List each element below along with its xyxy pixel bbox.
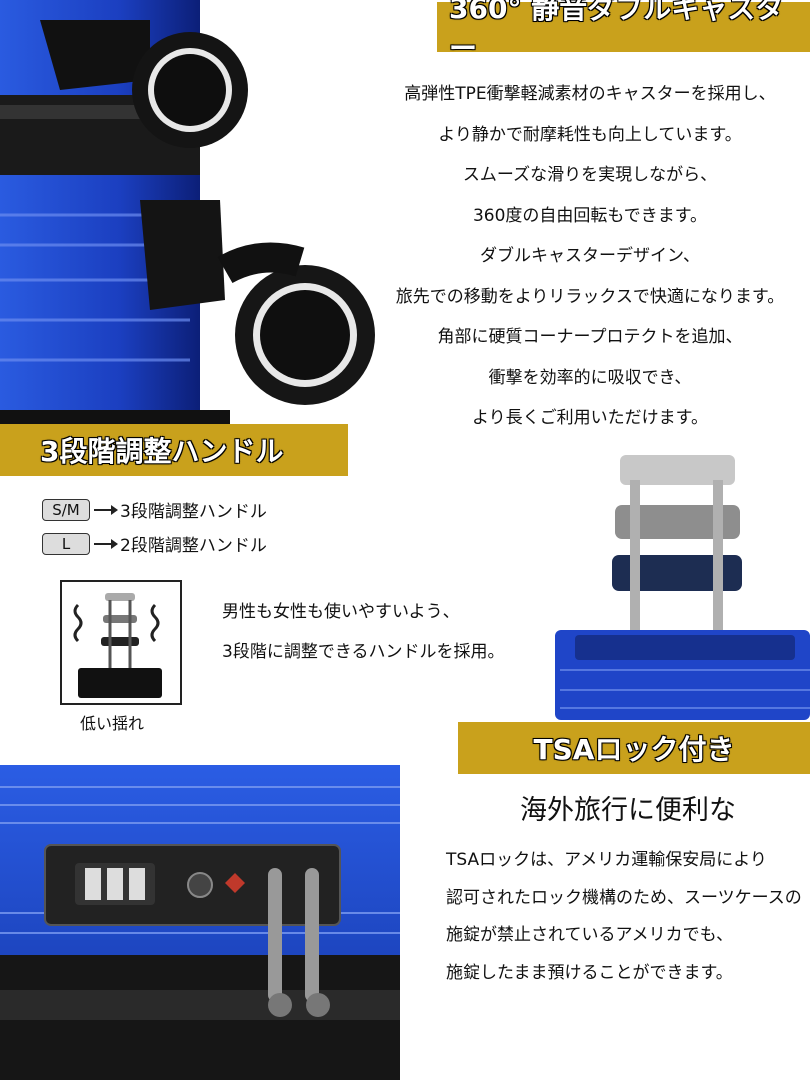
handle-photo xyxy=(555,455,810,720)
low-shake-label: 低い揺れ xyxy=(80,714,145,733)
caster-line: スムーズな滑りを実現しながら、 xyxy=(462,165,718,185)
tsa-lock-photo xyxy=(0,765,400,1080)
tsa-line: 施錠したまま預けることができます。 xyxy=(446,962,733,983)
handle-line: 3段階に調整できるハンドルを採用。 xyxy=(222,642,505,662)
tsa-description: TSAロックは、アメリカ運輸保安局により 認可されたロック機構のため、スーツケー… xyxy=(446,842,802,992)
caster-description: 高弾性TPE衝撃軽減素材のキャスターを採用し、 より静かで耐摩耗性も向上していま… xyxy=(375,74,805,439)
size-desc: 2段階調整ハンドル xyxy=(120,536,267,556)
tsa-line: 施錠が禁止されているアメリカでも、 xyxy=(446,925,734,945)
caster-line: 角部に硬質コーナープロテクトを追加、 xyxy=(437,327,743,347)
caster-line: 衝撃を効率的に吸収でき、 xyxy=(488,367,692,388)
size-row-l: L 2段階調整ハンドル xyxy=(42,531,267,556)
tsa-line: 認可されたロック機構のため、スーツケースの xyxy=(446,887,802,908)
arrow-right-icon xyxy=(94,504,118,515)
low-shake-icon xyxy=(60,580,182,705)
size-desc: 3段階調整ハンドル xyxy=(120,502,267,522)
tsa-line: TSAロックは、アメリカ運輸保安局により xyxy=(446,850,767,870)
size-row-sm: S/M 3段階調整ハンドル xyxy=(42,497,267,522)
size-pill: L xyxy=(42,532,90,555)
caster-line: 高弾性TPE衝撃軽減素材のキャスターを採用し、 xyxy=(404,84,776,104)
size-pill: S/M xyxy=(42,498,90,521)
caster-photo xyxy=(0,0,375,425)
arrow-right-icon xyxy=(94,538,118,549)
caster-line: ダブルキャスターデザイン、 xyxy=(480,246,700,266)
tsa-heading: 海外旅行に便利な xyxy=(520,795,736,826)
handle-description: 男性も女性も使いやすいよう、 3段階に調整できるハンドルを採用。 xyxy=(222,592,504,672)
caster-line: より静かで耐摩耗性も向上しています。 xyxy=(438,124,742,145)
tsa-banner: TSAロック付き xyxy=(458,722,810,774)
caster-line: 360度の自由回転もできます。 xyxy=(472,205,708,226)
handle-banner: 3段階調整ハンドル xyxy=(0,424,348,476)
caster-line: 旅先での移動をよりリラックスで快適になります。 xyxy=(395,286,785,307)
caster-line: より長くご利用いただけます。 xyxy=(472,408,708,428)
handle-line: 男性も女性も使いやすいよう、 xyxy=(222,602,460,622)
caster-banner: 360° 静音ダブルキャスター xyxy=(437,0,810,65)
